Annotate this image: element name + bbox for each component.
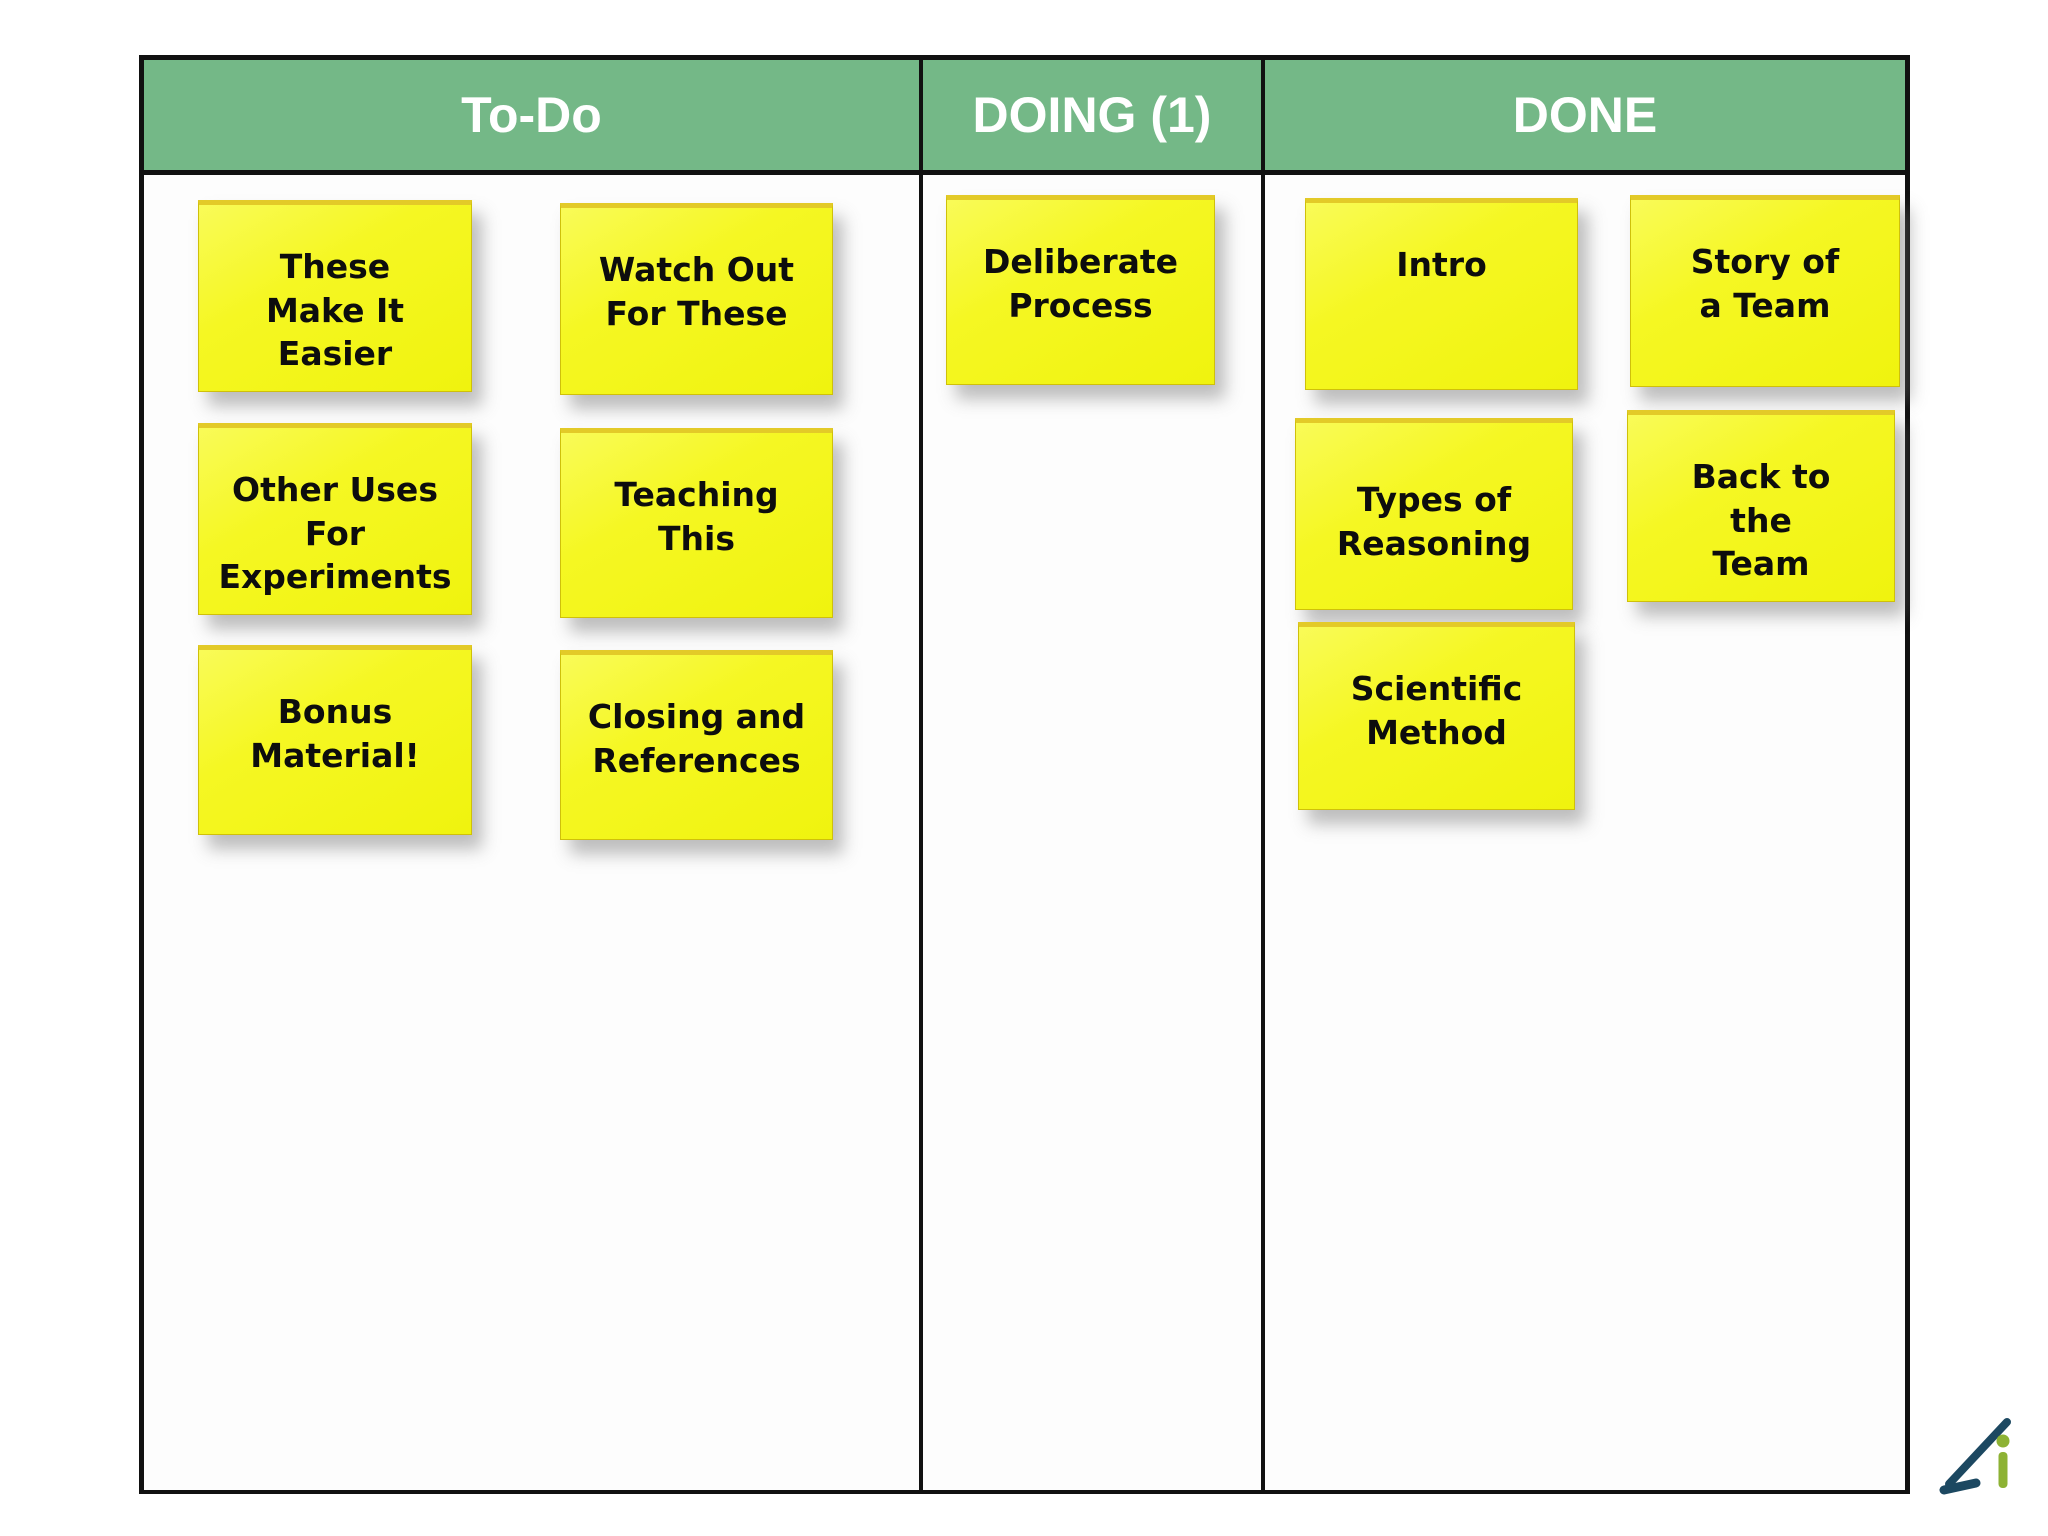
column-doing-body: Deliberate Process — [923, 175, 1265, 1490]
sticky-note-back-to-the-team[interactable]: Back to the Team — [1627, 410, 1895, 602]
logo-i-stem — [1998, 1452, 2008, 1488]
column-header-done: DONE — [1265, 60, 1905, 170]
sticky-note-teaching-this[interactable]: Teaching This — [560, 428, 833, 618]
sticky-note-text: Types of Reasoning — [1336, 480, 1532, 563]
sticky-note-scientific-method[interactable]: Scientific Method — [1298, 622, 1575, 810]
sticky-note-text: Watch Out For These — [598, 250, 795, 333]
kanban-board: To-Do DOING (1) DONE These Make It Easie… — [139, 55, 1910, 1494]
column-header-done-label: DONE — [1512, 87, 1658, 143]
sticky-note-closing-and-references[interactable]: Closing and References — [560, 650, 833, 840]
board-header-row: To-Do DOING (1) DONE — [144, 60, 1905, 175]
column-header-doing-label: DOING (1) — [972, 87, 1212, 143]
column-todo-body: These Make It Easier Watch Out For These… — [144, 175, 923, 1490]
logo-i-dot — [1996, 1434, 2010, 1448]
sticky-note-story-of-a-team[interactable]: Story of a Team — [1630, 195, 1900, 387]
sticky-note-text: Back to the Team — [1691, 457, 1831, 584]
sticky-note-bonus-material[interactable]: Bonus Material! — [198, 645, 472, 835]
angle-arrow-i-logo-icon — [1939, 1418, 2011, 1495]
sticky-note-text: Scientific Method — [1350, 669, 1523, 752]
sticky-note-these-make-it-easier[interactable]: These Make It Easier — [198, 200, 472, 392]
column-header-todo: To-Do — [144, 60, 923, 170]
column-header-todo-label: To-Do — [461, 87, 602, 143]
sticky-note-intro[interactable]: Intro — [1305, 198, 1578, 390]
sticky-note-text: These Make It Easier — [265, 247, 405, 374]
sticky-note-text: Deliberate Process — [982, 242, 1179, 325]
board-body-row: These Make It Easier Watch Out For These… — [144, 175, 1905, 1490]
column-done-body: Intro Story of a Team Types of Reasoning… — [1265, 175, 1905, 1490]
sticky-note-types-of-reasoning[interactable]: Types of Reasoning — [1295, 418, 1573, 610]
sticky-note-text: Closing and References — [587, 697, 806, 780]
sticky-note-watch-out-for-these[interactable]: Watch Out For These — [560, 203, 833, 395]
sticky-note-deliberate-process[interactable]: Deliberate Process — [946, 195, 1215, 385]
sticky-note-text: Bonus Material! — [250, 692, 420, 775]
column-header-doing: DOING (1) — [923, 60, 1265, 170]
sticky-note-text: Teaching This — [614, 475, 779, 558]
sticky-note-other-uses-for-experiments[interactable]: Other Uses For Experiments — [198, 423, 472, 615]
logo-arrow-diagonal — [1945, 1418, 2011, 1488]
sticky-note-text: Other Uses For Experiments — [218, 470, 452, 597]
logo-arrow-base — [1939, 1478, 1981, 1495]
sticky-note-text: Story of a Team — [1690, 242, 1840, 325]
sticky-note-text: Intro — [1396, 245, 1487, 284]
